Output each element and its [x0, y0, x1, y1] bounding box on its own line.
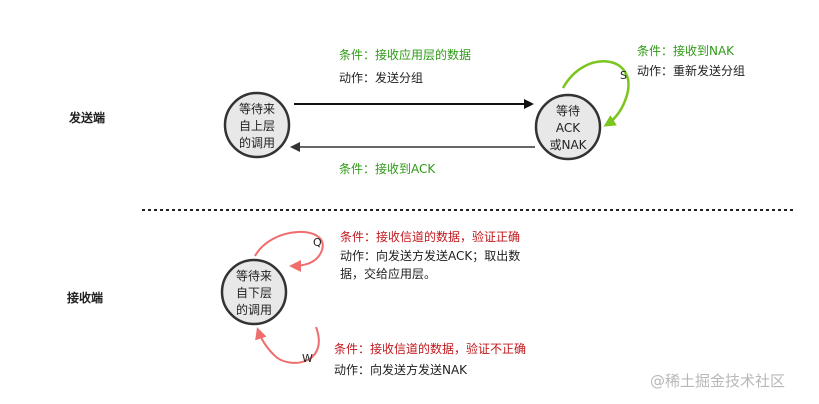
node-line: 的调用	[236, 302, 272, 317]
ack-condition-label: 条件：接收到ACK	[339, 161, 436, 176]
recv-ok-action-line: 据，交给应用层。	[340, 266, 436, 281]
receiver-wait-lower-node: 等待来 自下层 的调用	[220, 258, 288, 326]
resend-loop-arrow	[561, 60, 630, 127]
recv-bad-action-label: 动作：向发送方发送NAK	[334, 362, 468, 377]
resend-condition-label: 条件：接收到NAK	[637, 43, 735, 58]
sender-wait-ack-node: 等待 ACK 或NAK	[534, 93, 602, 161]
recv-ok-condition-label: 条件：接收信道的数据，验证正确	[340, 229, 520, 244]
node-line: 自上层	[239, 119, 275, 133]
node-line: ACK	[556, 121, 581, 135]
recv-bad-loop-marker: W	[302, 352, 313, 365]
send-action-label: 动作：发送分组	[339, 70, 423, 85]
node-line: 的调用	[239, 135, 275, 150]
node-line: 等待来	[239, 102, 275, 116]
recv-ok-loop-marker: Q	[313, 236, 322, 249]
resend-action-label: 动作：重新发送分组	[637, 63, 745, 78]
recv-bad-loop-arrow	[255, 326, 320, 364]
sender-side-label: 发送端	[68, 110, 105, 125]
node-line: 等待来	[236, 269, 272, 283]
node-line: 或NAK	[549, 138, 587, 152]
watermark: @稀土掘金技术社区	[650, 372, 785, 390]
recv-ok-loop-arrow	[254, 230, 324, 272]
send-condition-label: 条件：接收应用层的数据	[339, 47, 471, 62]
recv-bad-condition-label: 条件：接收信道的数据，验证不正确	[334, 341, 526, 356]
node-line: 等待	[556, 104, 580, 118]
receiver-side-label: 接收端	[67, 290, 103, 305]
sender-wait-upper-node: 等待来 自上层 的调用	[223, 91, 291, 159]
recv-ok-action-line: 动作：向发送方发送ACK；取出数	[340, 248, 520, 263]
node-line: 自下层	[236, 286, 272, 300]
resend-loop-marker: S	[620, 69, 627, 82]
